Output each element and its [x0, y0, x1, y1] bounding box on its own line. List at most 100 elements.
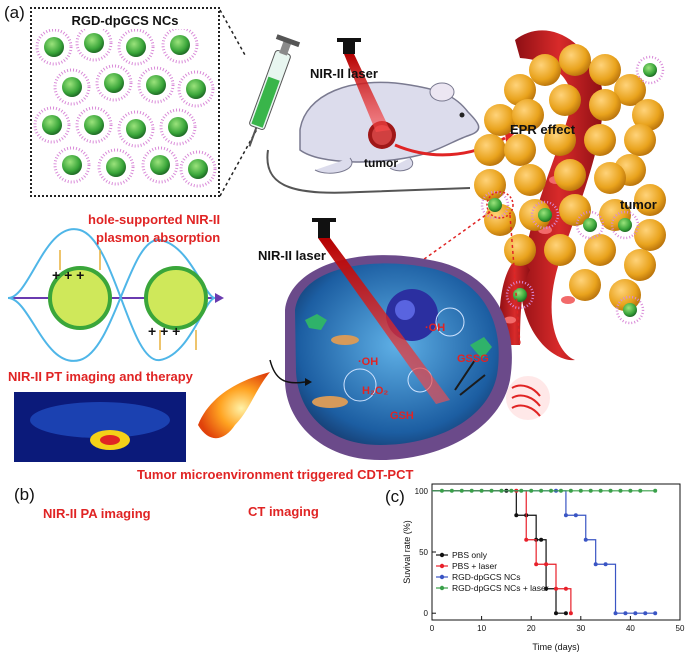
- series-point: [499, 488, 504, 493]
- tumor-cell-ball: [554, 159, 586, 191]
- series-point: [583, 537, 588, 542]
- nanocrystal-particle: [505, 280, 535, 310]
- tumor-cell-ball: [609, 279, 641, 311]
- tumor-cell-ball: [519, 199, 551, 231]
- heat-wave-icon: [506, 376, 550, 420]
- nanocrystal-particle: [95, 64, 133, 102]
- cell-h2o2-label: H₂O₂: [362, 385, 389, 397]
- series-point: [623, 611, 628, 616]
- laser-emitter-mid: [312, 218, 450, 404]
- series-point: [568, 611, 573, 616]
- x-tick-label: 40: [626, 624, 635, 633]
- series-point: [544, 562, 549, 567]
- tumor-cell-ball: [504, 74, 536, 106]
- nanocrystal-particle: [137, 66, 175, 104]
- tumor-cell-ball: [634, 184, 666, 216]
- series-point: [568, 488, 573, 493]
- tumor-cluster: [474, 44, 666, 325]
- legend-marker: [439, 563, 445, 569]
- tumor-cell-ball: [474, 134, 506, 166]
- nanocrystal-particle: [615, 295, 645, 325]
- tumor-cell-ball: [559, 44, 591, 76]
- x-tick-label: 30: [576, 624, 585, 633]
- nanocrystal-particle: [53, 68, 91, 106]
- laser-label-top: NIR-II laser: [310, 66, 378, 81]
- nanocrystal-particle: [117, 110, 155, 148]
- tumor-cell-ball: [504, 134, 536, 166]
- cell-gsh-label: GSH: [390, 410, 414, 422]
- nanocrystal-particle: [177, 70, 215, 108]
- series-point: [563, 611, 568, 616]
- series-point: [643, 611, 648, 616]
- legend-entry: PBS only: [452, 550, 488, 560]
- tumor-cell-ball: [504, 234, 536, 266]
- tumor-cell-ball: [544, 124, 576, 156]
- nanocrystal-particle: [35, 29, 73, 66]
- tumor-cell-ball: [529, 54, 561, 86]
- series-point: [653, 488, 658, 493]
- scheme-illustration: + + + + + +: [7, 9, 666, 462]
- x-tick-label: 10: [477, 624, 486, 633]
- tumor-cell-ball: [634, 219, 666, 251]
- tumor-cell-ball: [614, 74, 646, 106]
- pt-imaging-image: [14, 392, 186, 462]
- tumor-cell-ball: [484, 204, 516, 236]
- nanocrystal-particle: [97, 148, 135, 186]
- cell-gssg-label: GSSG: [457, 353, 489, 365]
- nanocrystal-particle: [33, 106, 71, 144]
- svg-text:+ + +: + + +: [52, 267, 84, 283]
- tumor-cell-ball: [549, 84, 581, 116]
- y-tick-label: 0: [424, 609, 429, 618]
- tumor-cell-ball: [584, 234, 616, 266]
- panel-b-label: (b): [14, 485, 35, 504]
- series-point: [439, 488, 444, 493]
- legend-entry: RGD-dpGCS NCs: [452, 572, 520, 582]
- series-point: [578, 488, 583, 493]
- nanocrystal-particle: [141, 146, 179, 184]
- legend-marker: [439, 552, 445, 558]
- laser-label-mid: NIR-II laser: [258, 248, 326, 263]
- nanocrystal-grid-illustration: [33, 29, 217, 188]
- legend-marker: [439, 585, 445, 591]
- plasmon-diagram: + + + + + +: [7, 228, 224, 362]
- series-point: [544, 586, 549, 591]
- series-point: [539, 488, 544, 493]
- nanocrystal-particle: [530, 200, 560, 230]
- svg-text:+ + +: + + +: [148, 323, 180, 339]
- series-point: [608, 488, 613, 493]
- connector-line: [219, 9, 246, 56]
- nanocrystal-particle: [179, 150, 217, 188]
- nanocrystal-particle: [635, 55, 665, 85]
- series-point: [554, 611, 558, 616]
- series-point: [524, 537, 529, 542]
- series-point: [479, 488, 484, 493]
- series-point: [469, 488, 474, 493]
- tumor-cell-ball: [584, 124, 616, 156]
- x-tick-label: 20: [527, 624, 536, 633]
- series-point: [554, 586, 558, 591]
- tumor-cell-ball: [512, 99, 544, 131]
- cell-oh-label-1: ·OH: [425, 322, 446, 334]
- series-point: [628, 488, 633, 493]
- series-point: [588, 488, 593, 493]
- tumor-cell-ball: [544, 234, 576, 266]
- x-tick-label: 50: [676, 624, 685, 633]
- series-point: [633, 611, 638, 616]
- epr-label: EPR effect: [510, 122, 576, 137]
- tumor-cell-ball: [514, 164, 546, 196]
- ct-imaging-label: CT imaging: [248, 504, 319, 519]
- nanocrystal-particle: [575, 210, 605, 240]
- tumor-cell-ball: [474, 169, 506, 201]
- y-tick-label: 100: [415, 487, 429, 496]
- cdt-pct-label: Tumor microenvironment triggered CDT-PCT: [137, 467, 414, 482]
- nanocrystal-particle: [75, 106, 113, 144]
- series-point: [549, 488, 554, 493]
- series-point: [539, 537, 544, 542]
- series-point: [563, 586, 568, 591]
- y-tick-label: 50: [419, 548, 428, 557]
- series-point: [519, 488, 524, 493]
- tumor-cell-ball: [594, 162, 626, 194]
- plasmon-title-line1: hole-supported NIR-II: [88, 212, 221, 227]
- series-line: [432, 490, 656, 614]
- laser-emitter-top: [337, 38, 390, 132]
